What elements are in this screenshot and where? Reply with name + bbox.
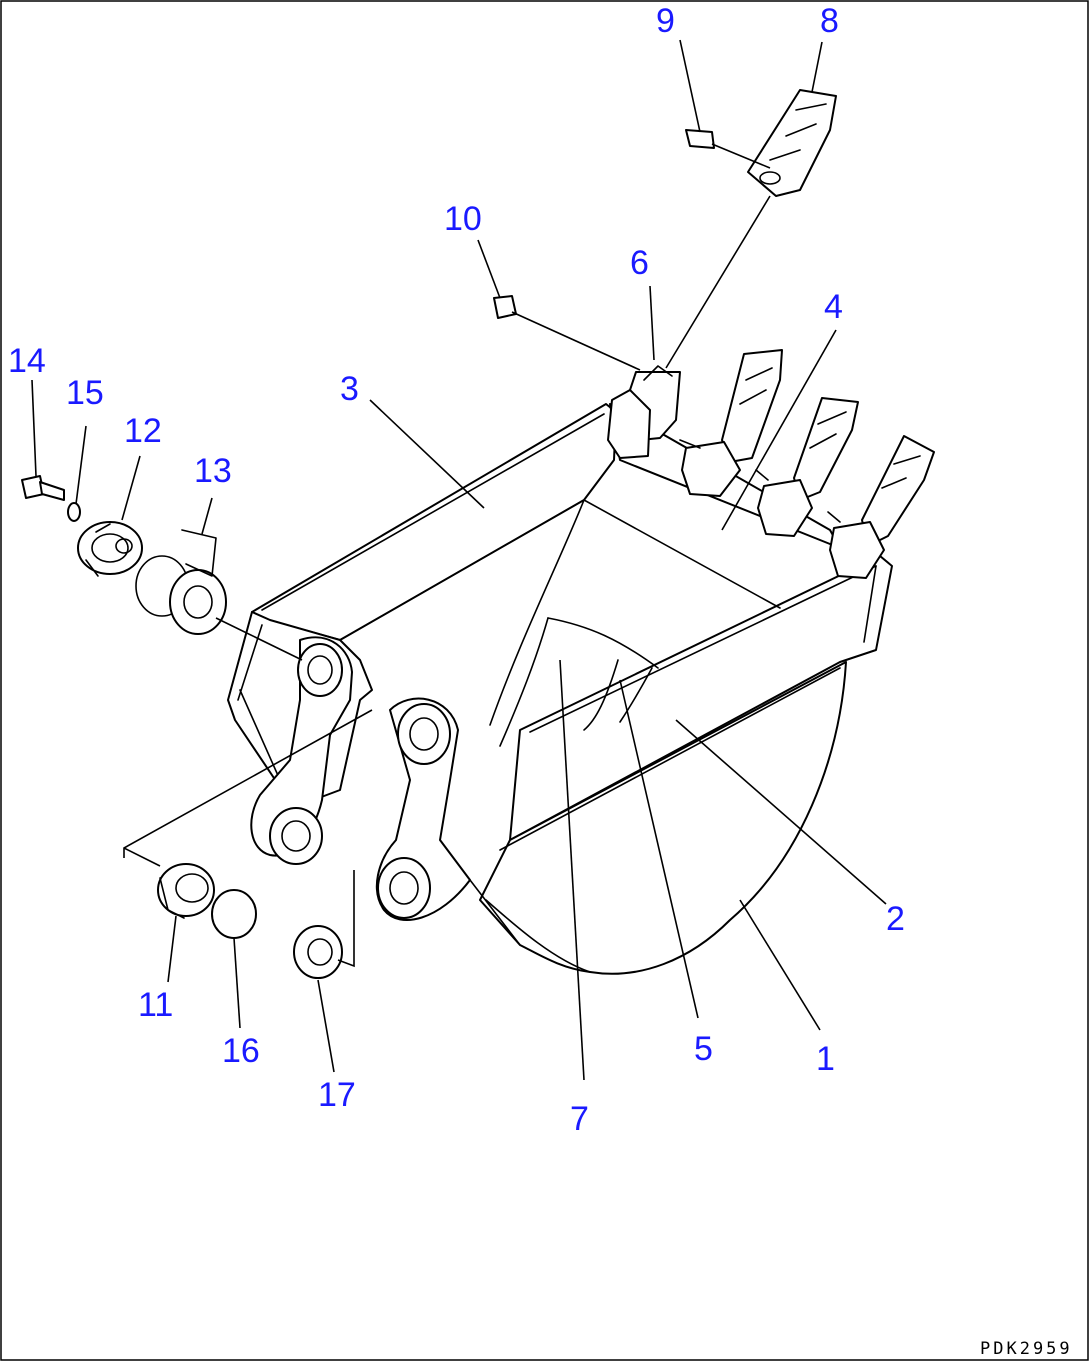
callout-16: 16 <box>222 1032 260 1070</box>
lock-10 <box>493 295 517 319</box>
callout-8: 8 <box>820 2 839 40</box>
callout-1: 1 <box>816 1040 835 1078</box>
pin-9 <box>685 129 715 149</box>
callout-9: 9 <box>656 2 675 40</box>
drawing-code: PDK2959 <box>980 1339 1073 1359</box>
callout-labels: 1 2 3 4 5 6 7 8 9 10 11 12 13 14 15 16 1… <box>8 2 905 1138</box>
callout-4: 4 <box>824 288 843 326</box>
leader-lines <box>31 39 887 1081</box>
callout-17: 17 <box>318 1076 356 1114</box>
callout-6: 6 <box>630 244 649 282</box>
callout-2: 2 <box>886 900 905 938</box>
callout-10: 10 <box>444 200 482 238</box>
exploded-hardware <box>21 475 343 979</box>
callout-14: 14 <box>8 342 46 380</box>
callout-5: 5 <box>694 1030 713 1068</box>
tooth-point-exploded <box>747 89 837 197</box>
callout-7: 7 <box>570 1100 589 1138</box>
callout-15: 15 <box>66 374 104 412</box>
callout-3: 3 <box>340 370 359 408</box>
bucket-teeth <box>607 349 935 579</box>
callout-13: 13 <box>194 452 232 490</box>
callout-12: 12 <box>124 412 162 450</box>
callout-11: 11 <box>138 986 173 1024</box>
